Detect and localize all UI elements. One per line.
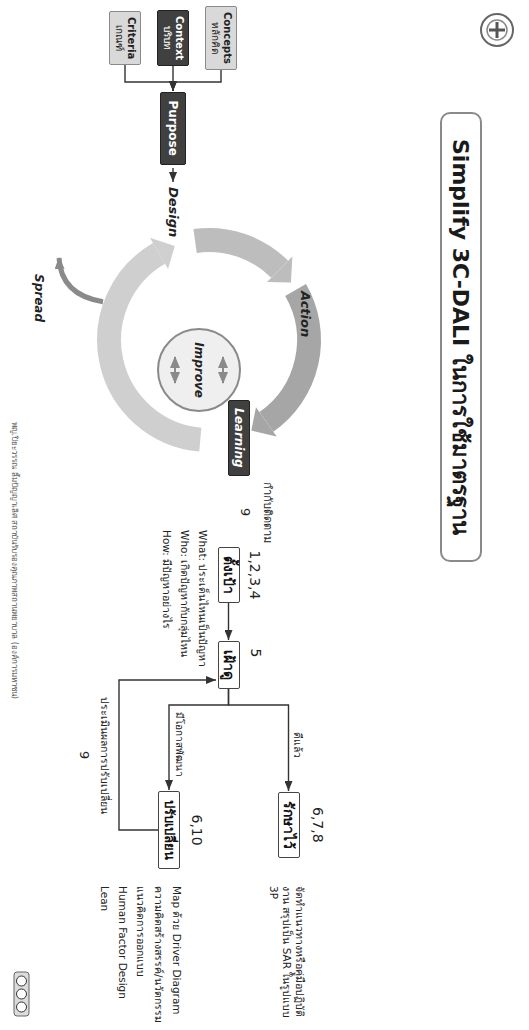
stage-label: Design [165, 187, 181, 237]
box-subtext: เกณฑ์ [113, 17, 125, 59]
callout-number: 1,2,3,4 [246, 551, 264, 600]
logo-ring [481, 14, 513, 46]
box-subtext: หลักคิด [209, 12, 221, 64]
stage-label: Spread [32, 274, 47, 322]
improve-circle: Improve [157, 328, 241, 412]
improve-fill [158, 329, 240, 411]
step-box: ปรับเปลี่ยน [158, 791, 180, 869]
annotation: กำกับติดตาม [260, 482, 274, 543]
box-heading: Learning [232, 408, 246, 468]
stage-label: Action [297, 291, 313, 337]
concept-box: Criteriaเกณฑ์ [109, 11, 141, 65]
flow-connector [125, 65, 173, 91]
annotation: Lean [98, 886, 111, 911]
annotation: How: มีปัญหาอย่างไร [160, 530, 173, 629]
box-heading: ตั้งเป้า [221, 556, 238, 594]
improve-cycle [158, 329, 240, 411]
callout-number: 6,7,8 [309, 807, 327, 843]
double-arrow [222, 357, 224, 383]
stage-box: Learning [228, 400, 250, 476]
annotation: ความคิดสร้างสรรค์/นวัตกรรม [152, 886, 165, 1023]
annotation: Map ด้วย Driver Diagram [170, 886, 183, 1015]
purpose-design-arrow [172, 168, 173, 182]
box-subtext: บริบท [161, 16, 173, 60]
box-heading: รักษาไว้ [281, 801, 298, 849]
cycle-ring [109, 238, 309, 440]
badge-icon [17, 1002, 27, 1012]
annotation: Who: เกิดปัญหากับกลุ่มไหน [178, 530, 191, 657]
flow-connector [228, 603, 229, 640]
logo-inner [487, 20, 507, 40]
connector-layer [119, 65, 289, 830]
annotation: Human Factor Design [116, 886, 129, 999]
edge-label: ประเมินผลการปรับเปลี่ยน [98, 695, 111, 816]
flow-connector [229, 689, 289, 791]
concept-box: Conceptsหลักคิด [205, 6, 237, 70]
edge-label: ดีแล้ว [291, 730, 304, 760]
callout-number: 9 [237, 508, 253, 516]
box-heading: Concepts [221, 12, 233, 64]
double-arrow [174, 357, 176, 383]
step-box: ตั้งเป้า [218, 547, 241, 603]
logo-cross [489, 22, 505, 38]
callout-number: 9 [76, 751, 92, 759]
license-badge [14, 972, 29, 1016]
box-heading: Purpose [166, 101, 180, 156]
spread-arrow [59, 258, 103, 302]
box-heading: Improve [192, 342, 206, 398]
box-heading: Context [173, 16, 185, 60]
cycle-arrowhead [267, 257, 292, 283]
cycle-segment [195, 240, 280, 269]
badge-icon [17, 976, 27, 986]
step-box: เฝ้าดู [218, 641, 241, 689]
flow-connector [169, 689, 229, 790]
annotation: จัดทำแนวทางหรือคู่มือปฏิบัติงาน สรุปเป็น… [267, 886, 306, 1020]
annotation: What: ประเด็นไหนเป็นปัญหา [196, 530, 209, 667]
flow-connector [173, 70, 221, 91]
double-arrow [222, 357, 224, 383]
badge-frame [14, 972, 29, 1016]
annotation: แนวคิดการออกแบบ [134, 886, 147, 977]
concept-box: Contextบริบท [157, 10, 189, 66]
purpose-box: Purpose [160, 92, 186, 165]
box-heading: Criteria [125, 17, 137, 59]
logo [481, 14, 513, 46]
badge-icon [17, 989, 27, 999]
double-arrow [174, 357, 176, 383]
cycle-arrowhead [251, 407, 276, 436]
slide-title: Simplify 3C-DALI ในการใช้มาตรฐาน [440, 112, 482, 562]
box-heading: เฝ้าดู [221, 650, 238, 680]
credit-text: พญ.ปิยะวรรณ ลิ้มปัญญาเลิศ สถาบันรับรองคุ… [9, 422, 19, 699]
edge-label: มีโอกาสพัฒนา [173, 710, 186, 779]
cycle-arrowhead [150, 238, 175, 269]
step-box: รักษาไว้ [278, 792, 301, 858]
box-heading: ปรับเปลี่ยน [161, 800, 177, 860]
callout-number: 6,10 [188, 815, 206, 846]
callout-number: 5 [247, 649, 265, 658]
